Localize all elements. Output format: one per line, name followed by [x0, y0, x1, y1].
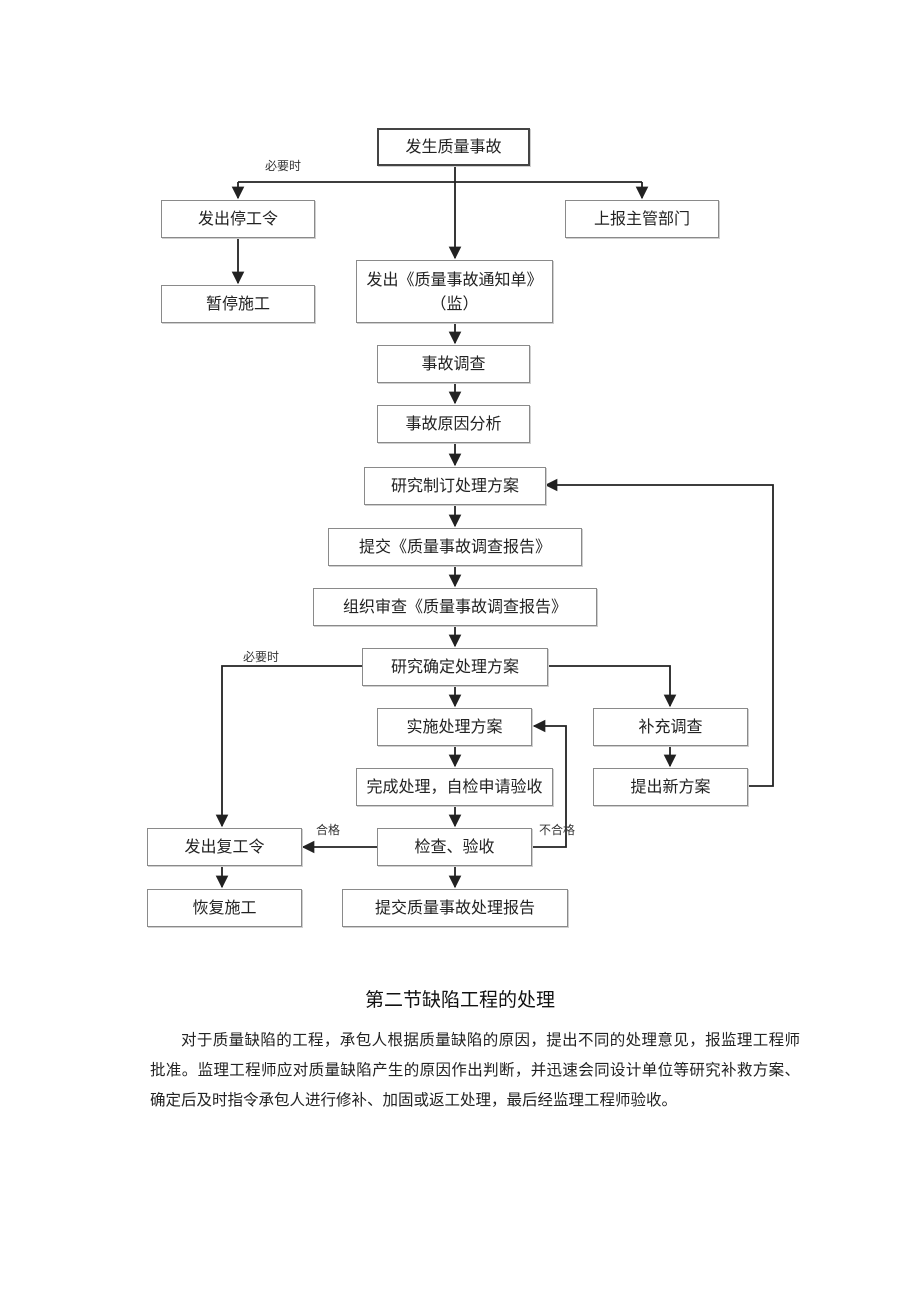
node-submit-report: 提交《质量事故调查报告》: [328, 528, 582, 566]
edge-label-pass: 合格: [316, 823, 341, 837]
node-supplement: 补充调查: [593, 708, 748, 746]
section-heading: 第二节缺陷工程的处理: [364, 989, 555, 1011]
node-suspend: 暂停施工: [161, 285, 315, 323]
node-self-check: 完成处理，自检申请验收: [356, 768, 553, 806]
node-final-report: 提交质量事故处理报告: [342, 889, 568, 927]
node-investigate: 事故调查: [377, 345, 530, 383]
node-resume-work: 恢复施工: [147, 889, 302, 927]
edge-label-fail: 不合格: [539, 823, 576, 837]
node-new-plan: 提出新方案: [593, 768, 748, 806]
edge-label-when-needed-2: 必要时: [243, 650, 280, 664]
edge-label-when-needed-1: 必要时: [265, 159, 302, 173]
edge-confirm-supplement: [548, 665, 677, 708]
node-stop-order: 发出停工令: [161, 200, 315, 238]
node-accident: 发生质量事故: [377, 128, 530, 166]
edge-newplan-develop: [544, 478, 774, 787]
flowchart-connectors: [215, 166, 774, 889]
node-notice: 发出《质量事故通知单》 （监）: [356, 260, 553, 323]
node-implement: 实施处理方案: [377, 708, 532, 746]
section-paragraph: 对于质量缺陷的工程，承包人根据质量缺陷的原因，提出不同的处理意见，报监理工程师批…: [150, 1031, 800, 1109]
edge-confirm-resume-order: [215, 665, 362, 828]
node-plan-develop: 研究制订处理方案: [364, 467, 546, 505]
node-plan-confirm: 研究确定处理方案: [362, 648, 548, 686]
edge-inspect-fail-loop: [532, 719, 567, 848]
node-review-report: 组织审查《质量事故调查报告》: [313, 588, 597, 626]
node-report-dept: 上报主管部门: [565, 200, 719, 238]
node-cause-analysis: 事故原因分析: [377, 405, 530, 443]
node-resume-order: 发出复工令: [147, 828, 302, 866]
node-inspect: 检查、验收: [377, 828, 532, 866]
